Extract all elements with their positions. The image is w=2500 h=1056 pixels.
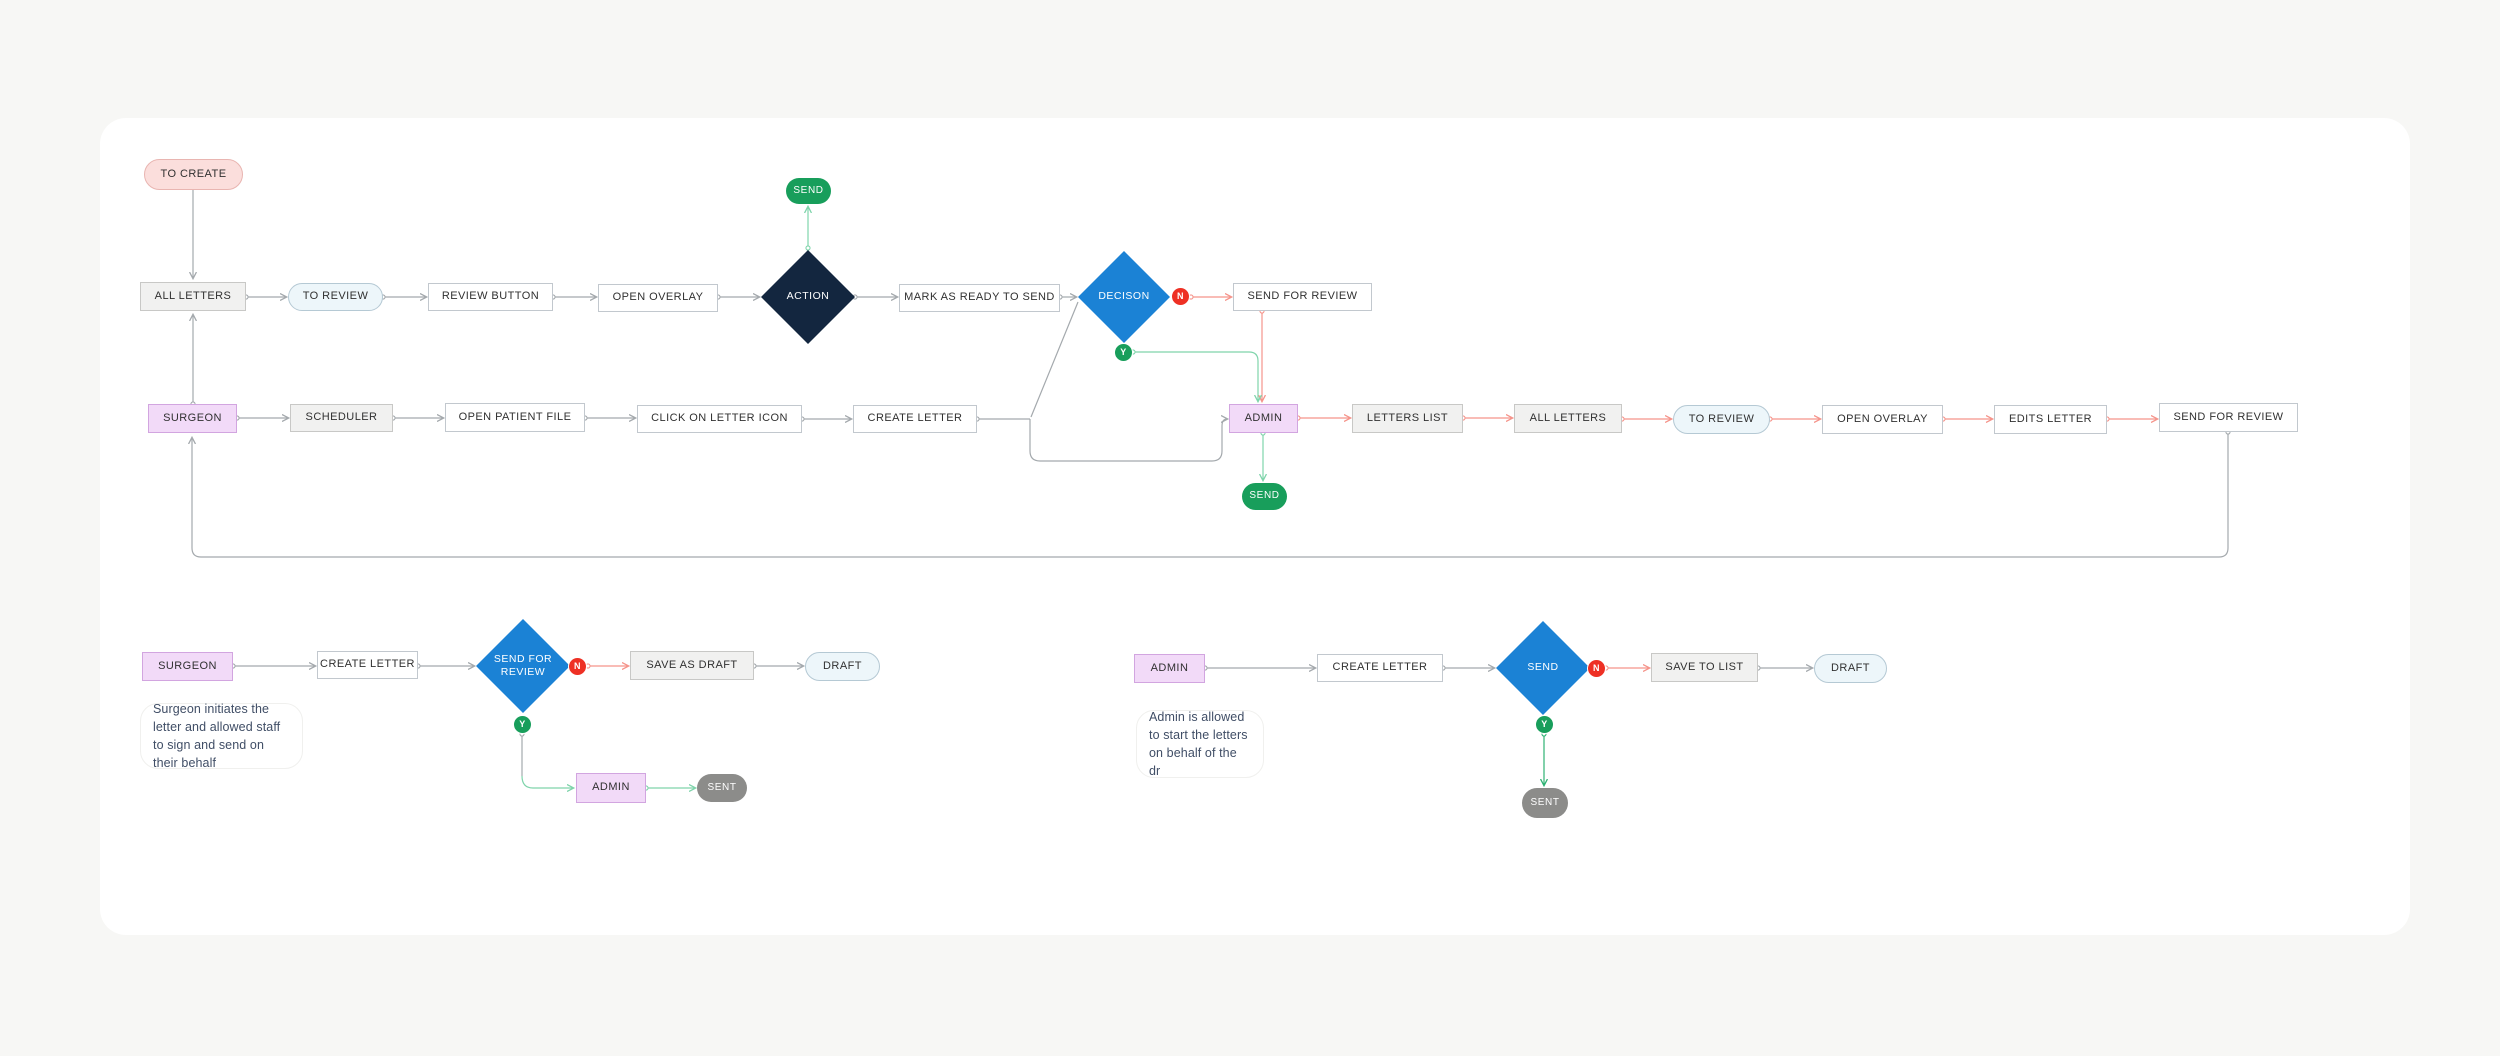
- send-pill-mid[interactable]: SEND: [1242, 483, 1287, 510]
- send-for-review-1[interactable]: SEND FOR REVIEW: [1233, 283, 1372, 311]
- send-for-review-1-label: SEND FOR REVIEW: [1247, 290, 1358, 303]
- send-for-review-diamond-label: SEND FOR REVIEW: [493, 652, 553, 678]
- y-badge-1-label: Y: [1120, 346, 1127, 357]
- to-review-1-label: TO REVIEW: [302, 290, 369, 303]
- create-letter-1-label: CREATE LETTER: [867, 412, 963, 425]
- create-letter-2-label: CREATE LETTER: [320, 658, 415, 671]
- action-diamond-label: ACTION: [786, 290, 830, 303]
- y-badge-2-label: Y: [519, 718, 526, 729]
- to-review-1[interactable]: TO REVIEW: [288, 283, 383, 311]
- open-overlay-1-label: OPEN OVERLAY: [612, 291, 704, 304]
- send-for-review-2-label: SEND FOR REVIEW: [2173, 410, 2284, 423]
- draft-pill-1-label: DRAFT: [823, 659, 862, 672]
- send-diamond-label: SEND: [1527, 661, 1559, 674]
- admin-2-label: ADMIN: [592, 781, 630, 794]
- surgeon-1-label: SURGEON: [163, 411, 222, 424]
- save-to-list-label: SAVE TO LIST: [1665, 660, 1744, 673]
- decison-diamond[interactable]: DECISON: [1078, 251, 1170, 343]
- to-review-2[interactable]: TO REVIEW: [1673, 405, 1770, 434]
- y-badge-3[interactable]: Y: [1535, 715, 1554, 734]
- n-badge-2-label: N: [574, 660, 581, 671]
- sent-pill-1-label: SENT: [707, 781, 737, 793]
- admin-3-label: ADMIN: [1150, 661, 1189, 674]
- click-on-letter-icon-label: CLICK ON LETTER ICON: [651, 412, 788, 425]
- save-to-list[interactable]: SAVE TO LIST: [1651, 653, 1758, 682]
- click-on-letter-icon[interactable]: CLICK ON LETTER ICON: [637, 405, 802, 433]
- sent-pill-2[interactable]: SENT: [1522, 788, 1568, 818]
- surgeon-note[interactable]: Surgeon initiates the letter and allowed…: [140, 702, 303, 770]
- create-letter-3[interactable]: CREATE LETTER: [1317, 654, 1443, 682]
- create-letter-1[interactable]: CREATE LETTER: [853, 405, 977, 433]
- all-letters-1-label: ALL LETTERS: [154, 289, 232, 302]
- admin-1-label: ADMIN: [1244, 411, 1283, 424]
- open-overlay-1[interactable]: OPEN OVERLAY: [598, 284, 718, 312]
- admin-note[interactable]: Admin is allowed to start the letters on…: [1136, 710, 1264, 778]
- admin-note-label: Admin is allowed to start the letters on…: [1149, 709, 1248, 779]
- admin-1[interactable]: ADMIN: [1229, 404, 1298, 433]
- mark-as-ready-to-send[interactable]: MARK AS READY TO SEND: [899, 284, 1060, 312]
- open-patient-file[interactable]: OPEN PATIENT FILE: [445, 403, 585, 432]
- open-patient-file-label: OPEN PATIENT FILE: [458, 410, 572, 423]
- save-as-draft-label: SAVE AS DRAFT: [646, 658, 738, 671]
- create-letter-3-label: CREATE LETTER: [1332, 661, 1428, 674]
- y-badge-2[interactable]: Y: [513, 715, 532, 734]
- edits-letter-label: EDITS LETTER: [2008, 412, 2093, 425]
- admin-2[interactable]: ADMIN: [576, 773, 646, 803]
- review-button[interactable]: REVIEW BUTTON: [428, 283, 553, 311]
- admin-3[interactable]: ADMIN: [1134, 654, 1205, 683]
- surgeon-note-label: Surgeon initiates the letter and allowed…: [153, 701, 281, 771]
- n-badge-1-label: N: [1177, 290, 1184, 301]
- all-letters-2[interactable]: ALL LETTERS: [1514, 404, 1622, 433]
- review-button-label: REVIEW BUTTON: [441, 290, 540, 303]
- surgeon-2-label: SURGEON: [158, 659, 217, 672]
- to-review-2-label: TO REVIEW: [1688, 412, 1755, 425]
- action-diamond[interactable]: ACTION: [761, 250, 855, 344]
- all-letters-1[interactable]: ALL LETTERS: [140, 282, 246, 311]
- n-badge-1[interactable]: N: [1171, 287, 1190, 306]
- all-letters-2-label: ALL LETTERS: [1529, 411, 1607, 424]
- send-pill-top[interactable]: SEND: [786, 178, 831, 204]
- to-create-pill[interactable]: TO CREATE: [144, 159, 243, 190]
- open-overlay-2-label: OPEN OVERLAY: [1837, 412, 1928, 425]
- create-letter-2[interactable]: CREATE LETTER: [317, 651, 418, 679]
- mark-as-ready-to-send-label: MARK AS READY TO SEND: [904, 291, 1055, 304]
- letters-list[interactable]: LETTERS LIST: [1352, 404, 1463, 433]
- surgeon-1[interactable]: SURGEON: [148, 404, 237, 433]
- draft-pill-2-label: DRAFT: [1831, 661, 1870, 674]
- send-for-review-diamond[interactable]: SEND FOR REVIEW: [476, 619, 570, 713]
- n-badge-3-label: N: [1593, 662, 1600, 673]
- edits-letter[interactable]: EDITS LETTER: [1994, 405, 2107, 434]
- open-overlay-2[interactable]: OPEN OVERLAY: [1822, 405, 1943, 434]
- y-badge-1[interactable]: Y: [1114, 343, 1133, 362]
- flow-canvas: [100, 118, 2410, 935]
- send-pill-top-label: SEND: [793, 184, 824, 196]
- send-pill-mid-label: SEND: [1249, 490, 1280, 502]
- draft-pill-1[interactable]: DRAFT: [805, 652, 880, 681]
- surgeon-2[interactable]: SURGEON: [142, 652, 233, 681]
- send-diamond[interactable]: SEND: [1496, 621, 1590, 715]
- send-for-review-2[interactable]: SEND FOR REVIEW: [2159, 403, 2298, 432]
- save-as-draft[interactable]: SAVE AS DRAFT: [630, 651, 754, 680]
- decison-diamond-label: DECISON: [1098, 290, 1150, 303]
- draft-pill-2[interactable]: DRAFT: [1814, 654, 1887, 683]
- scheduler-label: SCHEDULER: [305, 411, 378, 424]
- n-badge-2[interactable]: N: [568, 657, 587, 676]
- letters-list-label: LETTERS LIST: [1366, 411, 1449, 424]
- scheduler[interactable]: SCHEDULER: [290, 404, 393, 432]
- sent-pill-1[interactable]: SENT: [697, 774, 747, 802]
- sent-pill-2-label: SENT: [1530, 796, 1560, 808]
- y-badge-3-label: Y: [1541, 718, 1548, 729]
- n-badge-3[interactable]: N: [1587, 659, 1606, 678]
- to-create-pill-label: TO CREATE: [160, 167, 227, 180]
